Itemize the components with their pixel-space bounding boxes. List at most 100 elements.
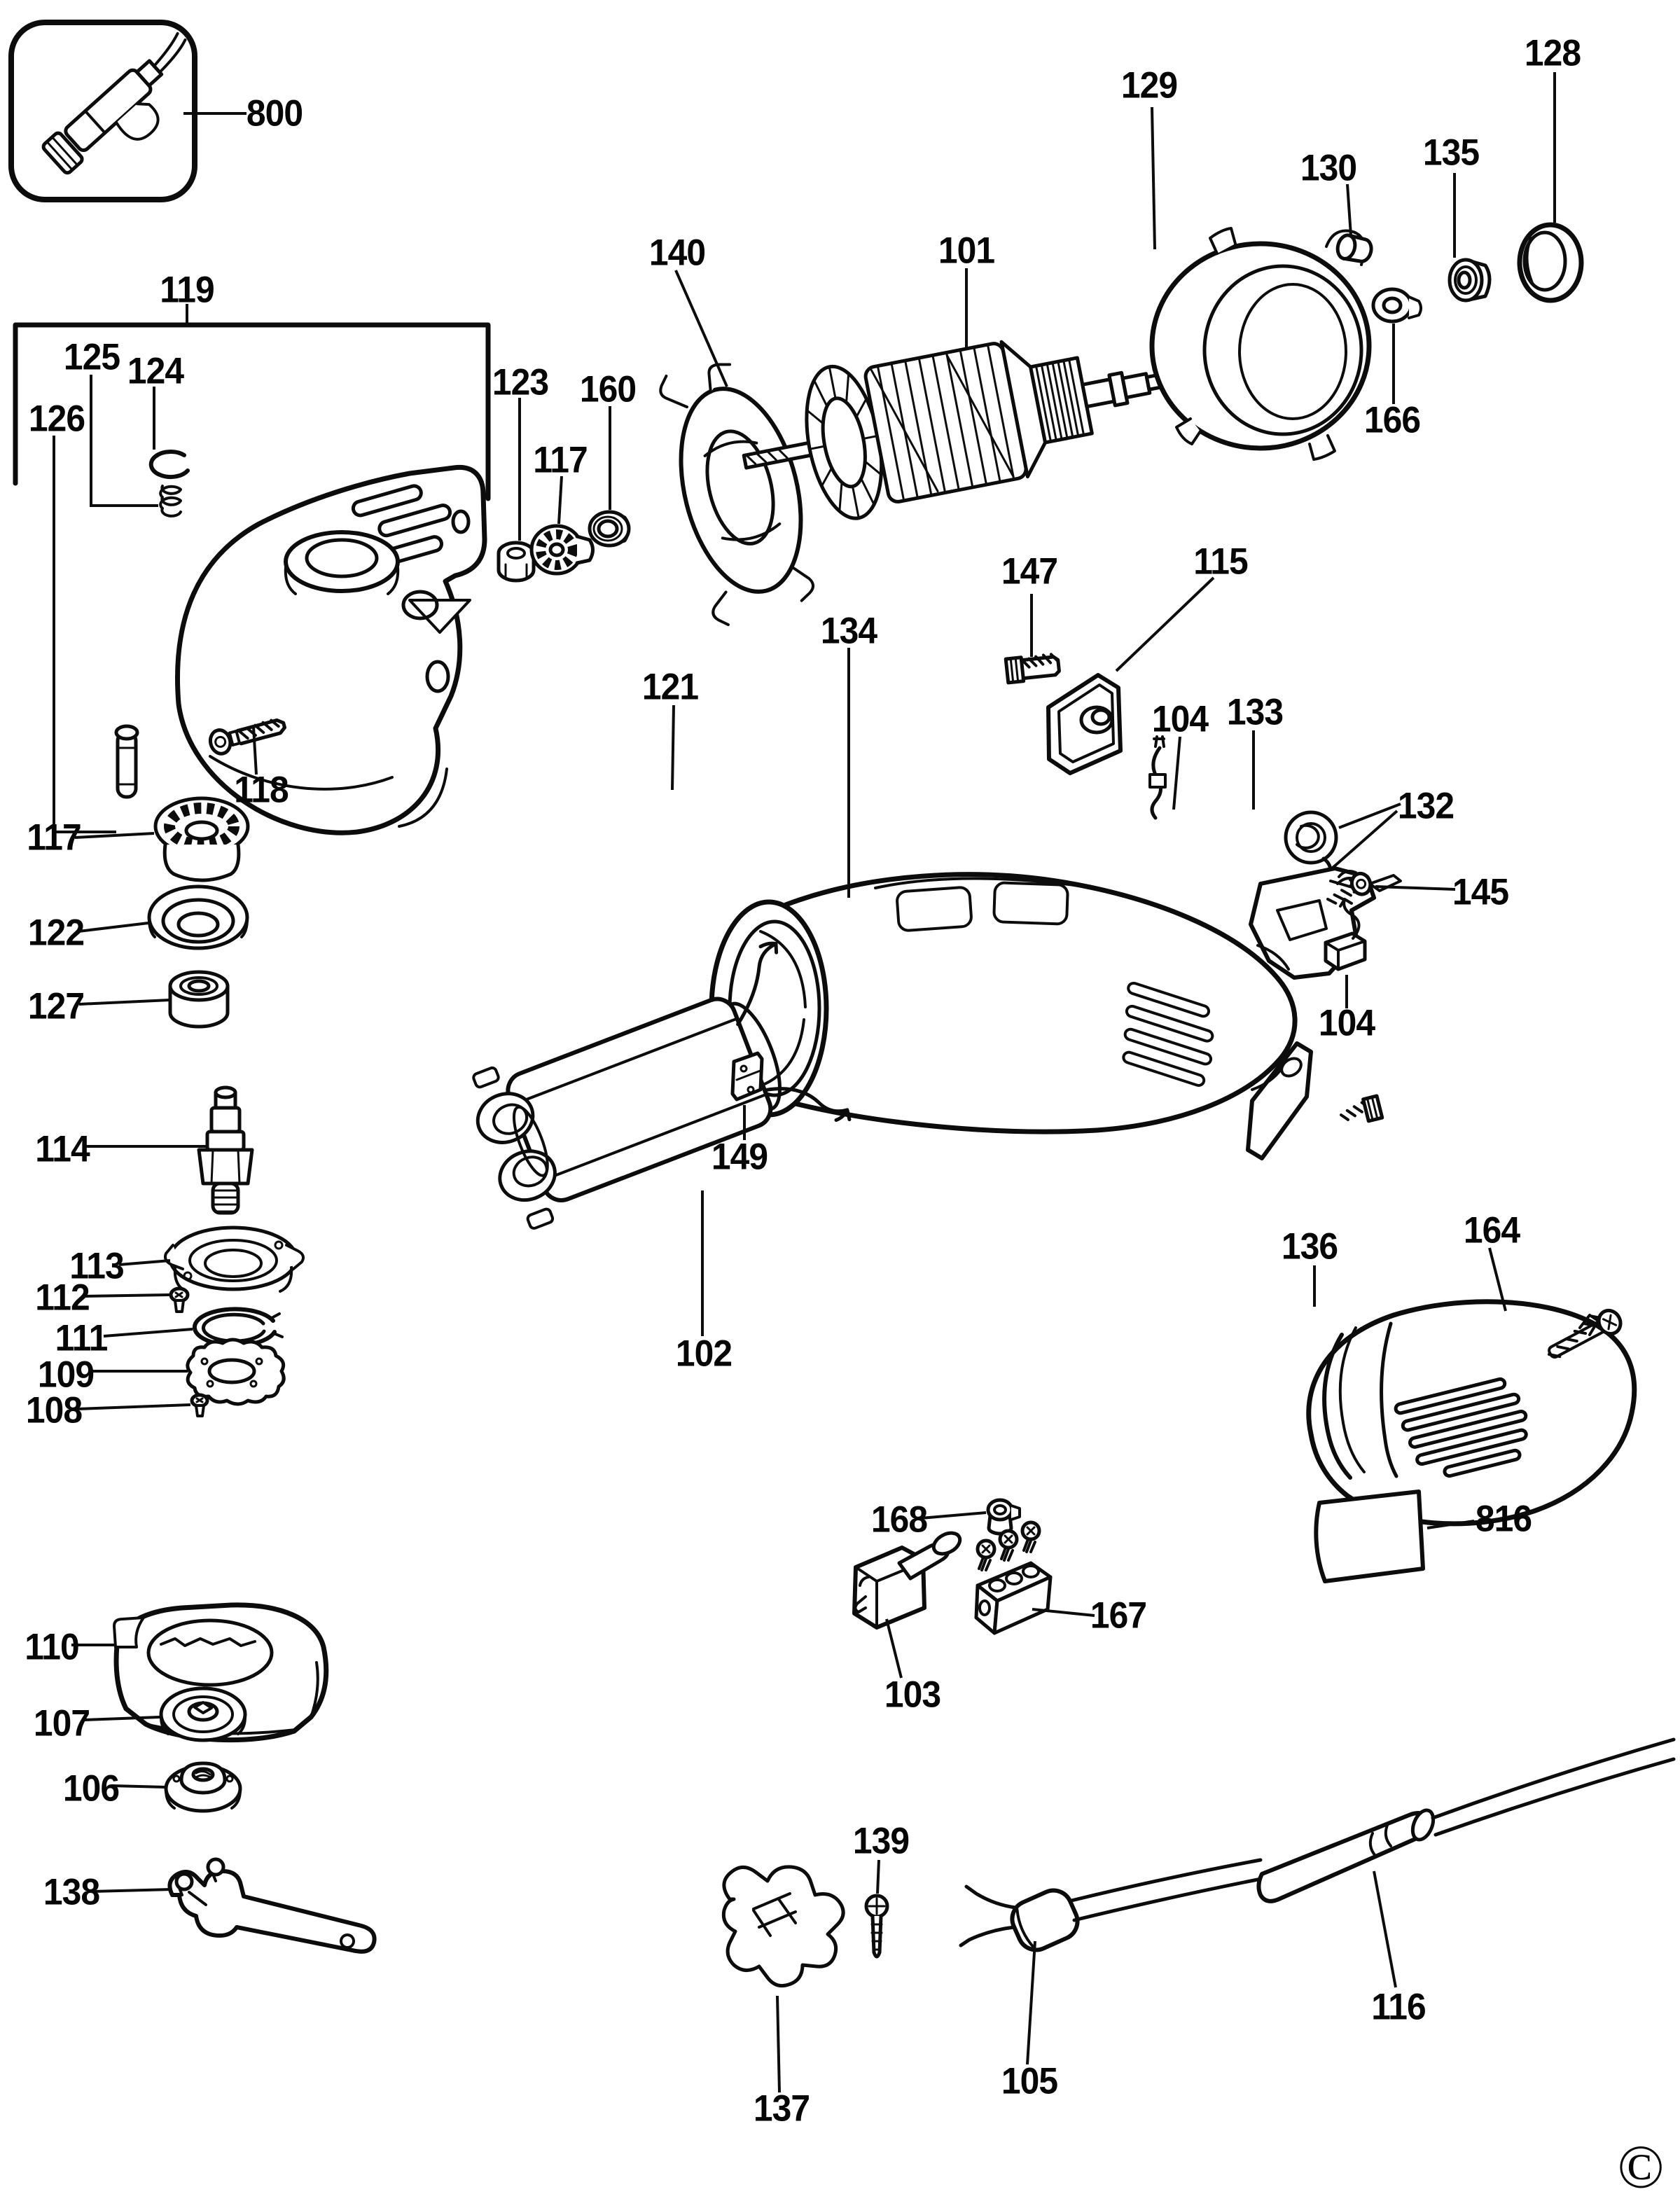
part-label-132: 132 — [1397, 785, 1455, 827]
grommet-166-drawing — [1371, 287, 1422, 324]
leader-line-126 — [53, 436, 116, 833]
part-label-130: 130 — [1300, 147, 1357, 189]
backing-flange-107-drawing — [159, 1686, 247, 1742]
screw-139-drawing — [864, 1894, 889, 1959]
part-label-104: 104 — [1151, 698, 1209, 740]
leader-line-125 — [90, 375, 158, 507]
part-label-108: 108 — [25, 1389, 83, 1431]
part-label-113: 113 — [69, 1245, 124, 1287]
motor-housing-134-drawing — [709, 872, 1298, 1134]
leader-line-167 — [1032, 1608, 1095, 1617]
part-label-104: 104 — [1318, 1002, 1375, 1044]
part-label-118: 118 — [234, 769, 289, 811]
cord-clamp-137-drawing — [721, 1865, 845, 1988]
leader-line-118 — [252, 726, 258, 775]
leader-line-168 — [920, 1511, 987, 1520]
leader-line-129 — [1151, 106, 1156, 250]
part-label-122: 122 — [27, 912, 85, 954]
part-label-112: 112 — [35, 1277, 90, 1319]
part-label-136: 136 — [1281, 1225, 1338, 1268]
part-label-117: 117 — [27, 817, 81, 859]
leader-line-112 — [85, 1293, 170, 1298]
part-label-128: 128 — [1524, 32, 1581, 74]
pin-spanner-wrench-138-drawing — [167, 1857, 377, 1954]
pin-130-drawing — [1335, 233, 1373, 263]
rear-cover-136-drawing — [1306, 1299, 1637, 1527]
leader-line-117 — [74, 832, 155, 839]
leader-line-164 — [1488, 1247, 1507, 1312]
toggle-switch-103-drawing — [852, 1531, 962, 1630]
bearing-135-drawing — [1448, 258, 1492, 303]
leader-line-132 — [1331, 810, 1398, 870]
leader-line-111 — [103, 1328, 193, 1338]
leader-line-107 — [83, 1716, 160, 1721]
lock-nut-123-drawing — [497, 541, 536, 583]
screw-145-drawing — [1326, 871, 1373, 905]
leader-line-121 — [671, 704, 675, 791]
pin-126-drawing — [114, 724, 139, 799]
part-label-117: 117 — [533, 439, 588, 481]
leader-line-145 — [1375, 885, 1456, 891]
part-label-102: 102 — [675, 1333, 733, 1375]
part-label-137: 137 — [753, 2088, 810, 2130]
baffle-115-drawing — [1246, 1041, 1313, 1160]
screw-118-drawing — [208, 718, 286, 756]
spindle-114-drawing — [197, 1085, 254, 1215]
screw-164-drawing — [1548, 1308, 1623, 1359]
baffle-plate-140-drawing — [659, 363, 814, 627]
spring-125-drawing — [159, 485, 182, 518]
part-label-168: 168 — [870, 1499, 928, 1541]
part-label-816: 816 — [1475, 1498, 1532, 1540]
screw-108-drawing — [190, 1393, 209, 1417]
part-label-111: 111 — [55, 1317, 109, 1359]
leader-line-116 — [1373, 1870, 1397, 1988]
leader-line-106 — [111, 1784, 166, 1789]
grease-tube-icon — [41, 32, 187, 175]
part-label-123: 123 — [492, 361, 549, 403]
leader-line-139 — [876, 1859, 880, 1894]
part-label-121: 121 — [641, 666, 699, 708]
bearing-160-drawing — [588, 510, 631, 548]
gear-case-housing-drawing — [175, 464, 487, 835]
leader-line-816 — [1426, 1520, 1475, 1529]
leader-line-105 — [1026, 1940, 1036, 2065]
part-label-134: 134 — [820, 610, 877, 652]
screw-147b-drawing — [1340, 1094, 1384, 1123]
part-label-145: 145 — [1452, 871, 1509, 913]
copyright-symbol: © — [1617, 2133, 1665, 2202]
part-label-133: 133 — [1226, 691, 1284, 733]
part-label-115: 115 — [1193, 541, 1248, 583]
part-label-107: 107 — [33, 1702, 90, 1744]
lead-wire-104-drawing — [1148, 735, 1167, 820]
leader-line-130 — [1346, 183, 1352, 236]
circlip-124-drawing — [148, 450, 190, 480]
leader-line-137 — [776, 1995, 781, 2093]
ring-128-drawing — [1517, 222, 1584, 303]
screw-147-drawing — [1004, 653, 1061, 685]
pinion-gear-117-drawing — [529, 524, 595, 576]
cord-protector-116-drawing — [1256, 1737, 1676, 1903]
part-label-101: 101 — [938, 230, 995, 272]
flange-113-drawing — [164, 1225, 305, 1293]
part-label-138: 138 — [43, 1871, 100, 1913]
terminal-screws-drawing — [976, 1520, 1041, 1571]
part-label-125: 125 — [63, 336, 120, 378]
part-label-109: 109 — [37, 1354, 95, 1396]
brush-clip-149-drawing — [730, 1051, 764, 1102]
screw-112-drawing — [169, 1286, 190, 1313]
part-label-147: 147 — [1001, 550, 1058, 592]
nameplate-816-drawing — [1314, 1490, 1425, 1583]
leader-line-103 — [885, 1618, 903, 1679]
leader-line-138 — [92, 1888, 172, 1893]
leader-line-115 — [1115, 576, 1215, 672]
part-label-149: 149 — [711, 1136, 768, 1178]
part-label-103: 103 — [884, 1674, 941, 1716]
bearing-housing-129-drawing — [1149, 227, 1372, 461]
part-label-126: 126 — [28, 398, 85, 440]
washer-122-drawing — [147, 884, 249, 950]
carbon-brush-104-drawing — [1324, 898, 1367, 971]
part-label-114: 114 — [35, 1128, 90, 1170]
power-cord-105-drawing — [959, 1858, 1267, 1952]
